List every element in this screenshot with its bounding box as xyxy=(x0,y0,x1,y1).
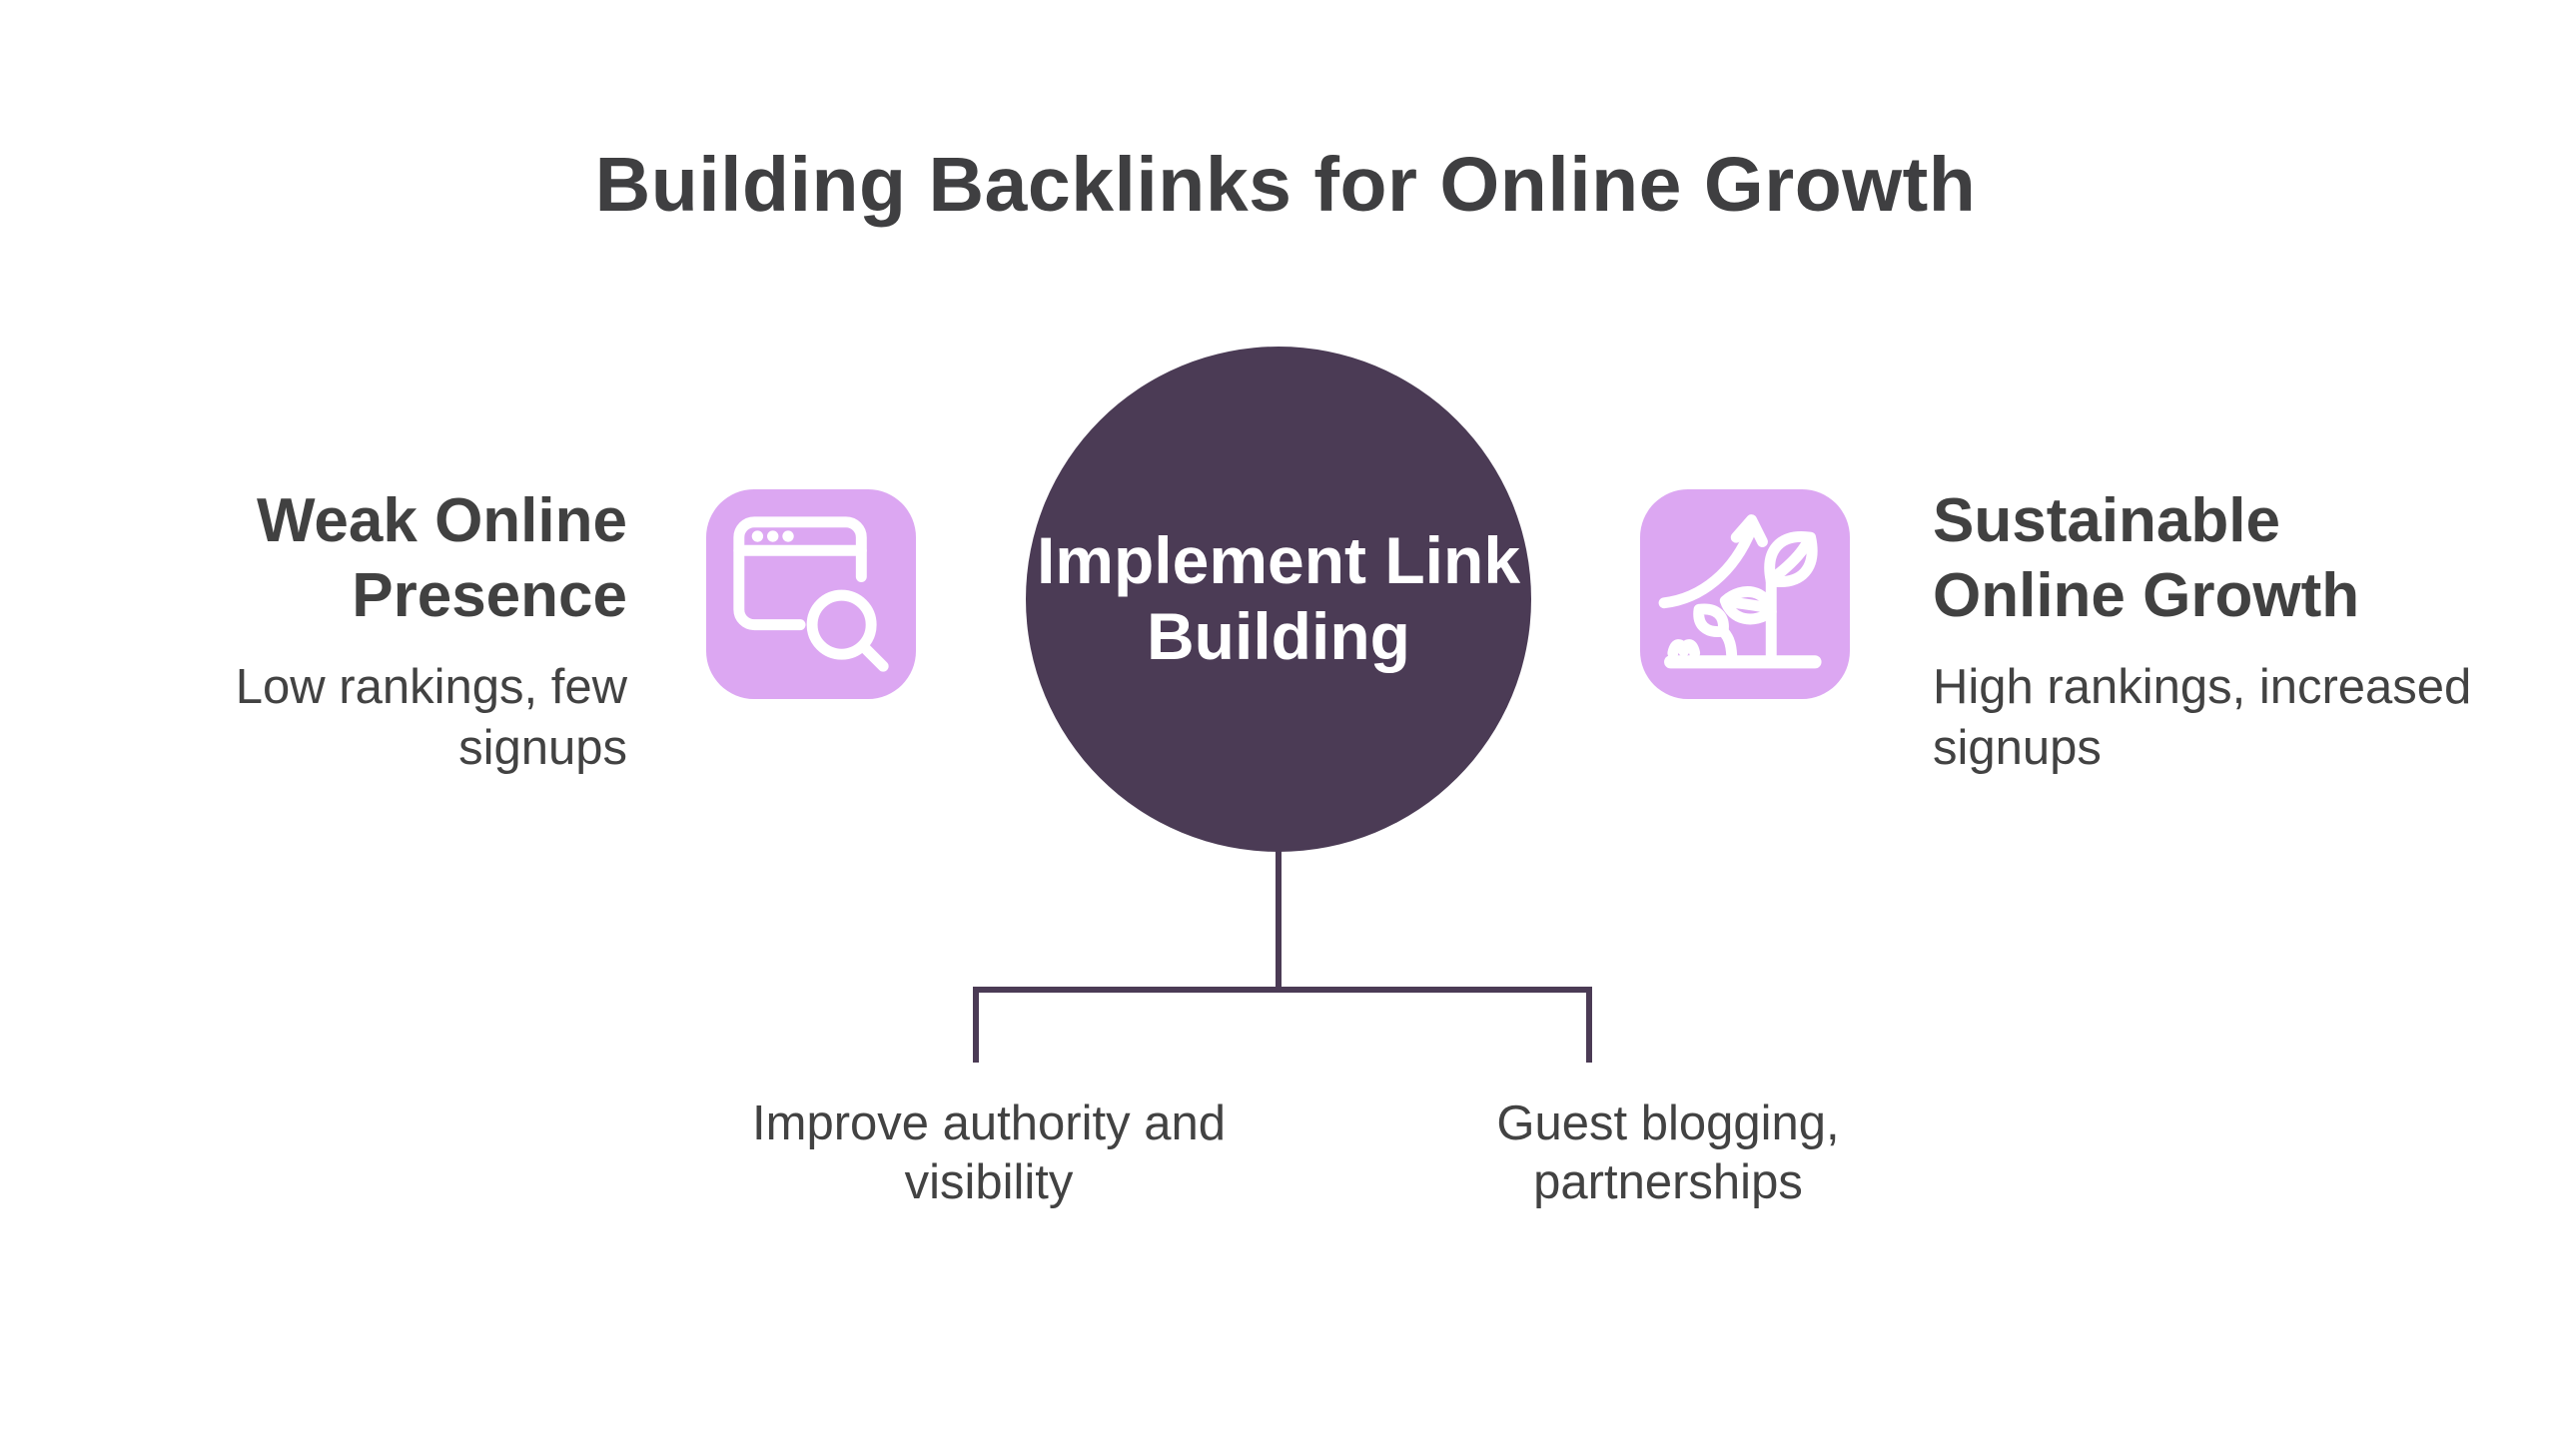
center-node-label: Implement Link Building xyxy=(1036,523,1521,673)
right-description: High rankings, increased signups xyxy=(1933,660,2472,775)
connector-drop-right xyxy=(1586,987,1592,1063)
connector-drop-left xyxy=(973,987,979,1063)
connector-bar xyxy=(973,987,1592,993)
connector-stem xyxy=(1276,850,1282,993)
page-title: Building Backlinks for Online Growth xyxy=(594,142,1977,228)
left-description: Low rankings, few signups xyxy=(235,660,627,775)
center-node: Implement Link Building xyxy=(1026,347,1531,852)
left-heading: Weak Online Presence xyxy=(257,486,627,631)
branch-label-improve-authority: Improve authority and visibility xyxy=(752,1096,1226,1209)
browser-search-icon xyxy=(733,516,889,672)
right-icon-card xyxy=(1640,489,1850,699)
branch-label-guest-blogging: Guest blogging, partnerships xyxy=(1496,1096,1840,1209)
left-icon-card xyxy=(706,489,916,699)
right-heading: Sustainable Online Growth xyxy=(1933,486,2360,631)
growth-plant-icon xyxy=(1658,514,1822,669)
